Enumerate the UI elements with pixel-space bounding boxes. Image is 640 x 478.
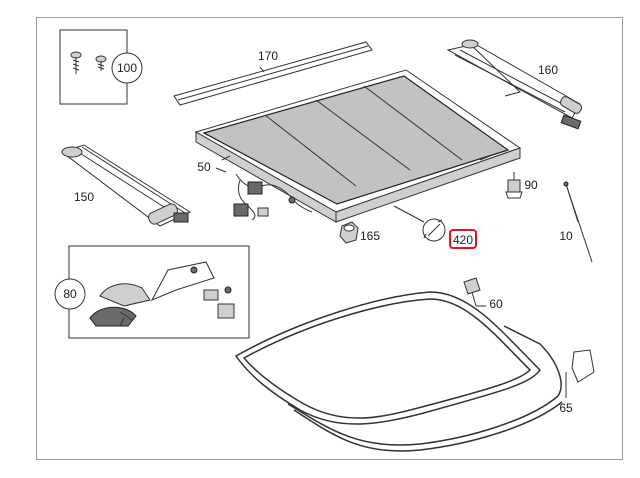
callout-65: 65 xyxy=(559,401,573,415)
callout-160: 160 xyxy=(538,63,558,77)
callout-60: 60 xyxy=(489,297,503,311)
part-420-tool[interactable]: 420 xyxy=(393,205,477,249)
callout-100: 100 xyxy=(117,61,137,75)
callout-10: 10 xyxy=(559,229,573,243)
callout-100-circle xyxy=(111,52,143,84)
screw-2-icon xyxy=(95,55,107,71)
part-10-gas-strut[interactable]: 10 xyxy=(559,181,593,263)
part-50-sunroof-panel[interactable]: 50 xyxy=(194,69,522,223)
part-165-nut[interactable]: 165 xyxy=(339,221,380,244)
diagram-frame xyxy=(36,17,623,460)
part-170-trim-strip[interactable]: 170 xyxy=(173,41,373,106)
part-65-seal[interactable]: 65 xyxy=(234,291,595,452)
callout-80: 80 xyxy=(63,287,77,301)
part-90-bump-stop[interactable]: 90 xyxy=(505,172,538,199)
part-150-roller-blind[interactable]: 150 xyxy=(60,144,192,227)
part-60-clip[interactable]: 60 xyxy=(463,277,503,311)
callout-50: 50 xyxy=(197,160,211,174)
callout-150: 150 xyxy=(74,190,94,204)
callout-165: 165 xyxy=(360,229,380,243)
callout-80-circle xyxy=(54,278,86,310)
part-160-roller-blind[interactable]: 160 xyxy=(446,39,583,130)
part-80-mechanism[interactable]: 80 xyxy=(54,245,250,339)
callout-170: 170 xyxy=(258,49,278,63)
callout-90: 90 xyxy=(524,178,538,192)
callout-420: 420 xyxy=(453,233,473,247)
wiring-harness xyxy=(233,173,313,221)
part-100-screws[interactable]: 100 xyxy=(59,29,143,105)
callout-420-highlight xyxy=(449,229,477,249)
screw-1-icon xyxy=(70,51,82,74)
